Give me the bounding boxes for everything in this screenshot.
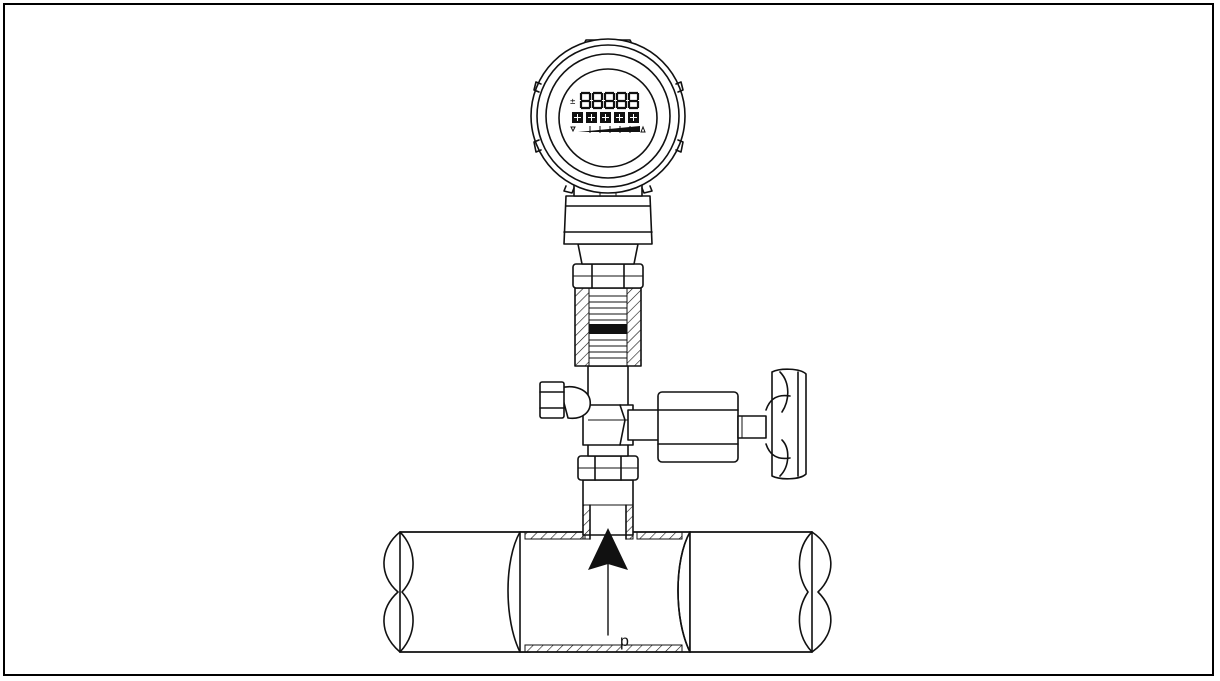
transmitter-neck xyxy=(563,181,653,265)
pressure-label: p xyxy=(620,633,629,650)
pipe-section-icon xyxy=(383,531,832,653)
upper-hex-nut xyxy=(572,263,644,289)
lower-union-nut xyxy=(577,455,639,481)
threaded-adapter xyxy=(574,287,642,367)
pressure-arrow-icon xyxy=(588,528,628,636)
display-digits xyxy=(579,91,640,110)
svg-text:±: ± xyxy=(570,97,576,107)
lcd-display: ± xyxy=(570,91,646,133)
welding-nozzle xyxy=(582,479,634,540)
shutoff-valve-icon xyxy=(539,365,807,480)
